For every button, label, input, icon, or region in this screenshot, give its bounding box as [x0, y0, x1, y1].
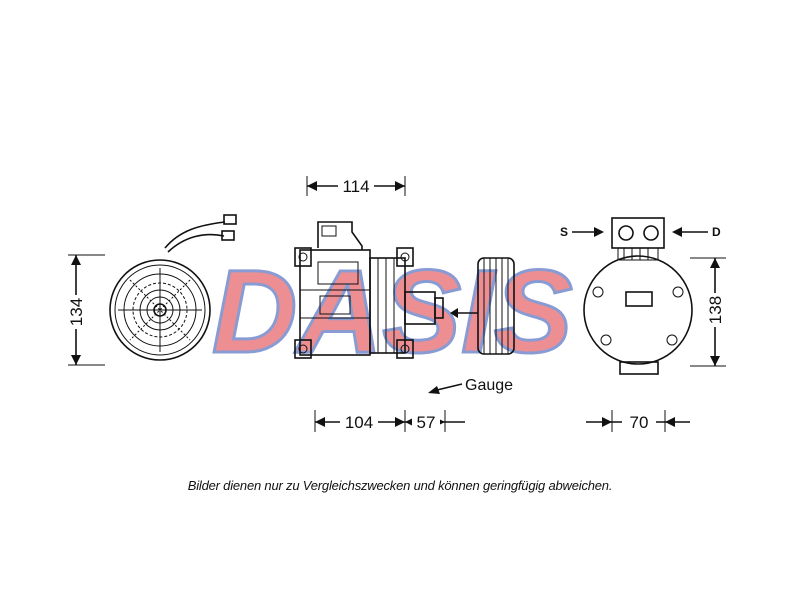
- discharge-port-label: D: [712, 225, 721, 239]
- gauge-label: Gauge: [465, 377, 513, 394]
- clutch-front-view: 134: [67, 214, 237, 366]
- dasis-watermark-logo: DASIS: [211, 245, 575, 380]
- dim-height-right: 138: [706, 296, 725, 324]
- watermark-text: DASIS: [212, 246, 573, 378]
- disclaimer-caption: Bilder dienen nur zu Vergleichszwecken u…: [187, 478, 613, 493]
- clutch-wire: [164, 221, 226, 249]
- compressor-back-view: S D 138 70: [560, 217, 726, 432]
- dim-width-back: 70: [630, 413, 649, 432]
- dim-length-body: 104: [345, 413, 373, 432]
- compressor-side-view: 114 Gauge 104 57: [294, 176, 515, 432]
- dim-width-top: 114: [342, 177, 369, 196]
- suction-port-label: S: [560, 225, 568, 239]
- dim-height-left: 134: [67, 298, 86, 326]
- name-plate: [625, 291, 653, 307]
- dim-length-pulley: 57: [417, 413, 436, 432]
- wire-connector: [223, 214, 237, 225]
